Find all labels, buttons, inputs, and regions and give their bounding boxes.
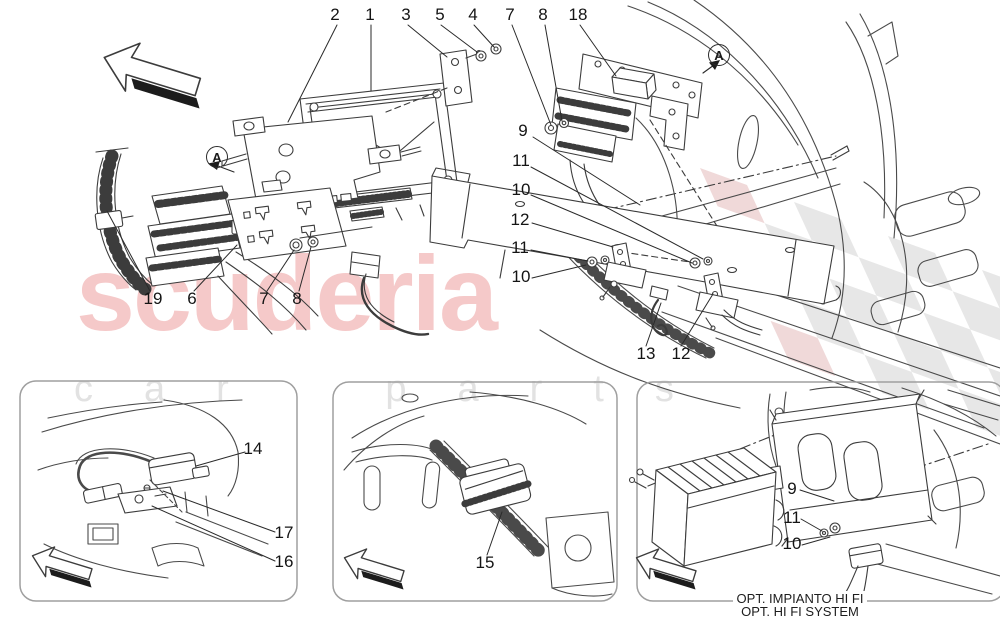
callout-part-13: 13 [636,344,656,363]
callout-part-5: 5 [435,5,445,24]
callout-part-12: 12 [510,210,530,229]
callout-part-11: 11 [511,238,529,257]
callout-part-8: 8 [538,5,548,24]
long-bracket-drawing [429,119,850,305]
option-caption-italian: OPT. IMPIANTO HI FI [732,591,868,606]
callout-part-1: 1 [365,5,375,24]
callout-part-6: 6 [187,289,197,308]
callout-part-16: 16 [274,552,294,571]
hinge-brackets-drawing [586,242,763,337]
callout-part-8: 8 [292,289,302,308]
panel2-control-unit-drawing [343,391,615,597]
option-caption-english: OPT. HI FI SYSTEM [737,604,863,619]
callout-part-10: 10 [511,180,531,199]
view-marker-a-right: A [708,44,730,66]
brand-watermark-sub: car parts [74,368,725,410]
retaining-plate-drawing [227,179,430,336]
callout-part-18: 18 [568,5,588,24]
small-plate-and-washers-drawing [385,43,502,113]
leader-lines [106,24,835,562]
callout-part-9: 9 [518,121,528,140]
callout-part-11: 11 [512,151,530,170]
callout-part-15: 15 [475,553,495,572]
panel2-arrow [343,548,405,590]
callout-part-7: 7 [505,5,515,24]
callout-part-7: 7 [259,289,269,308]
callout-part-11: 11 [783,508,801,527]
option-caption-line2: OPT. HI FI SYSTEM [690,604,910,619]
callout-part-2: 2 [330,5,340,24]
callout-part-12: 12 [671,344,691,363]
callout-part-9: 9 [787,479,797,498]
callout-part-10: 10 [511,267,531,286]
panel1-antenna-module-drawing [37,399,269,579]
panel3-arrow [635,548,697,590]
option-caption-line1: OPT. IMPIANTO HI FI [690,591,910,606]
harness-and-fusebox-drawing [94,147,319,335]
callout-part-14: 14 [243,439,263,458]
callout-part-17: 17 [274,523,294,542]
panel3-amplifier-drawing [628,386,1000,601]
panel1-arrow [31,546,93,588]
callout-part-3: 3 [401,5,411,24]
view-marker-a-left: A [206,146,228,168]
callout-part-19: 19 [143,289,163,308]
callout-part-10: 10 [782,534,802,553]
callout-part-4: 4 [468,5,478,24]
direction-arrow-main [103,42,202,109]
